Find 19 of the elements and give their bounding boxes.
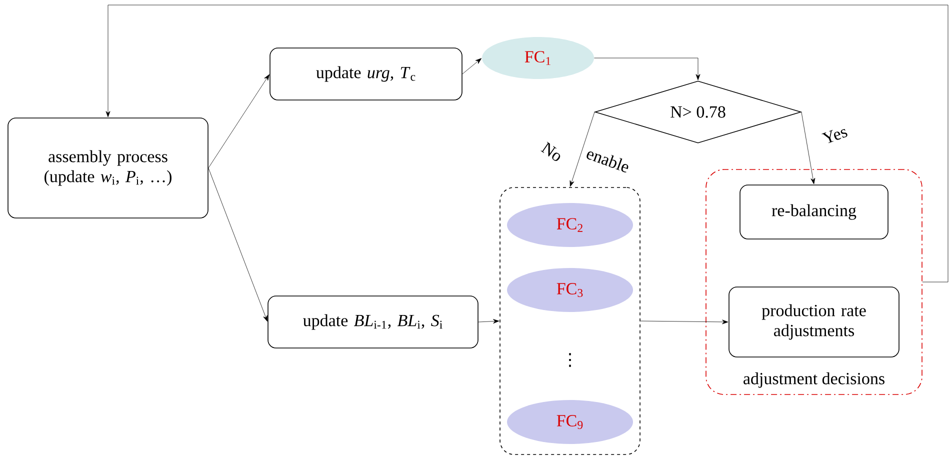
arrow (208, 168, 268, 322)
arrow (478, 319, 500, 324)
arrow (208, 74, 270, 168)
arrow (106, 4, 948, 282)
edge-label: Yes (820, 124, 850, 146)
group-box (500, 187, 640, 455)
process-box: production rate adjustments (728, 286, 900, 358)
arrow (594, 58, 700, 80)
process-box: assembly process (update w$_{i}$, P$_{i}$, …) (8, 118, 208, 218)
arrow (462, 58, 482, 74)
process-box: update BL$_{i-1}$, BL$_{i}$, S$_{i}$ (268, 296, 478, 348)
arrow (640, 320, 728, 324)
edge-label: No (538, 140, 566, 164)
annotation: enable (586, 151, 628, 172)
ellipsis: ⋮ (569, 353, 571, 367)
arrow (801, 112, 816, 184)
arrow (570, 112, 595, 187)
process-box: update urg, T$_{c}$ (270, 48, 462, 100)
process-box: re-balancing (740, 184, 888, 240)
